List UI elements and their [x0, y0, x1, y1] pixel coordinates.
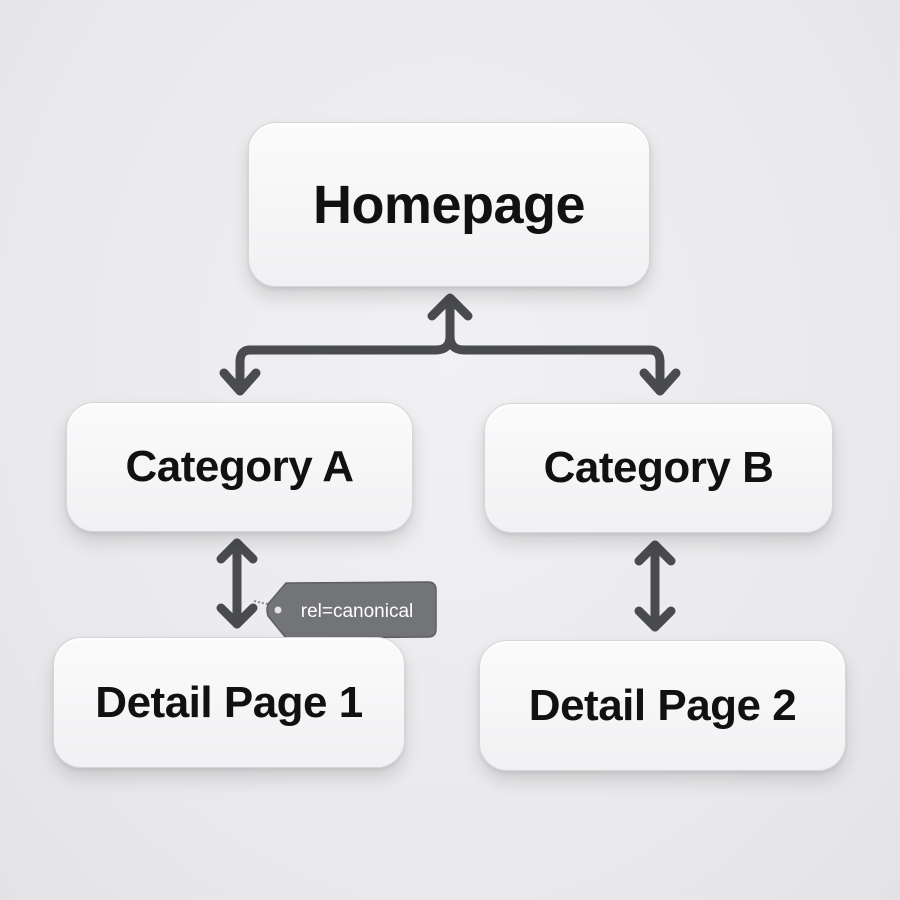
arrow-up-icon: [427, 293, 473, 321]
arrow-down-icon: [639, 368, 681, 396]
category-a-node: Category A: [66, 402, 413, 532]
homepage-node: Homepage: [248, 122, 650, 287]
double-arrow-icon: [634, 540, 676, 632]
homepage-label: Homepage: [312, 174, 586, 235]
detail-page-2-node: Detail Page 2: [479, 640, 846, 771]
detail-page-2-label: Detail Page 2: [528, 680, 797, 730]
detail-page-1-node: Detail Page 1: [53, 637, 405, 768]
tag-icon: rel=canonical: [253, 581, 437, 639]
category-b-node: Category B: [484, 403, 833, 533]
arrow-down-icon: [219, 368, 261, 396]
homepage-branch-connector: [235, 295, 665, 393]
rel-canonical-tag: rel=canonical: [301, 601, 414, 622]
category-a-label: Category A: [125, 442, 354, 491]
double-arrow-icon: [216, 538, 258, 629]
category-b-label: Category B: [543, 443, 774, 492]
detail-page-1-label: Detail Page 1: [95, 677, 363, 727]
